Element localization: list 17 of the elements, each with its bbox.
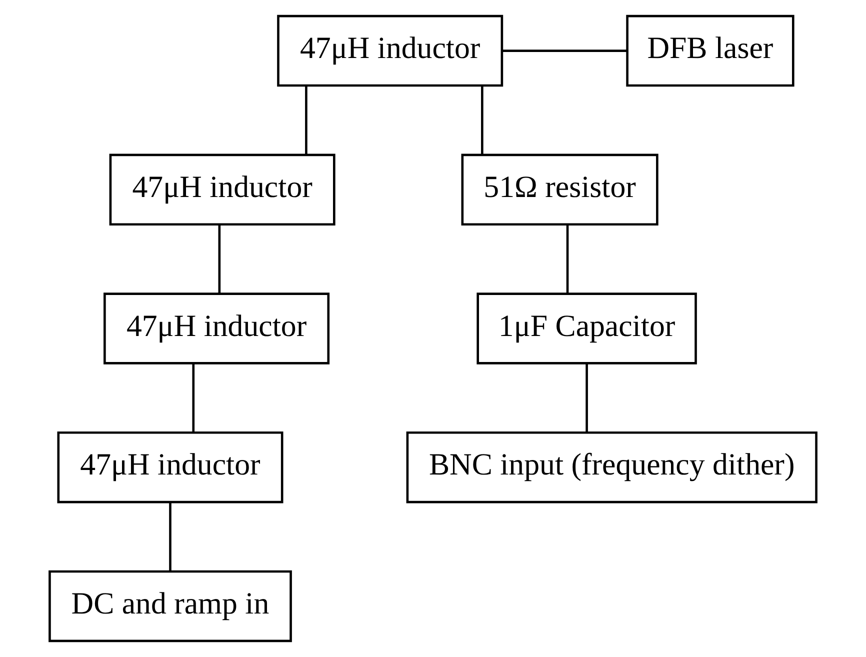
node-box: 47μH inductor <box>57 431 284 504</box>
connector <box>218 224 221 293</box>
connector <box>305 86 308 154</box>
node-box: 1μF Capacitor <box>476 292 697 364</box>
connector <box>566 224 569 293</box>
node-box: 47μH inductor <box>104 292 330 364</box>
node-box: 51Ω resistor <box>461 154 658 226</box>
node-box: 47μH inductor <box>109 154 336 226</box>
node-box: DC and ramp in <box>48 570 292 642</box>
connector <box>586 364 588 432</box>
node-box: DFB laser <box>626 14 794 87</box>
connector <box>169 502 172 571</box>
connector <box>192 364 195 432</box>
node-box: 47μH inductor <box>277 14 504 87</box>
connector <box>481 86 484 154</box>
connector <box>502 50 628 52</box>
node-box: BNC input (frequency dither) <box>406 431 818 504</box>
